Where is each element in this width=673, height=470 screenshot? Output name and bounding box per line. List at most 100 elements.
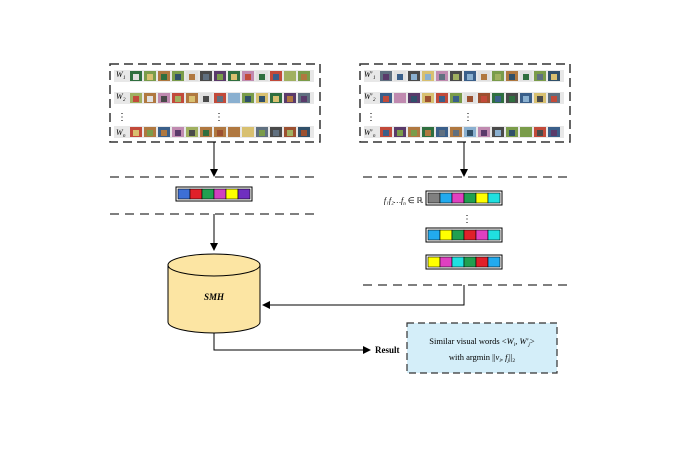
right-feature-vector-cell [463, 192, 477, 204]
left-panel-thumbnail-detail [203, 96, 209, 102]
left-panel-thumbnail-detail [287, 130, 293, 136]
smh-database: SMH [167, 253, 261, 334]
result-line-1: Similar visual words <Wi, W'j> [429, 336, 535, 348]
right-panel-thumbnail-detail [425, 130, 431, 136]
right-panel-thumbnail-detail [481, 96, 487, 102]
left-image-panel: W 1 W 2 ⋮ W n ⋮ [109, 63, 321, 143]
right-panel-row-sub: 2 [373, 98, 376, 103]
right-panel-thumbnail-detail [411, 130, 417, 136]
left-panel-thumbnail-detail [175, 130, 181, 136]
left-panel-thumbnail-detail [259, 74, 265, 80]
smh-label: SMH [204, 292, 225, 302]
left-panel-thumbnail-detail [259, 96, 265, 102]
left-panel-thumbnail-detail [175, 74, 181, 80]
right-panel-thumbnail-detail [411, 74, 417, 80]
right-panel-thumbnail-detail [495, 130, 501, 136]
left-panel-row-label: W [116, 92, 124, 101]
right-panel-row-sub: n [373, 134, 376, 139]
left-feature-vector-cell [225, 188, 239, 200]
left-panel-thumbnail-detail [245, 96, 251, 102]
right-panel-thumbnail-detail [509, 96, 515, 102]
right-feature-vector-cell [427, 192, 441, 204]
right-feature-vector-cell [475, 229, 489, 241]
right-panel-row-dots: ⋮ [366, 112, 376, 123]
left-panel-thumbnail-detail [147, 96, 153, 102]
right-panel-row-sub: 1 [373, 76, 376, 81]
left-panel-thumbnail-detail [175, 96, 181, 102]
right-panel-thumbnail-detail [537, 96, 543, 102]
left-panel-thumbnail-detail [133, 96, 139, 102]
left-panel-thumbnail-detail [217, 96, 223, 102]
right-panel-thumbnail-detail [523, 74, 529, 80]
left-panel-row-dots: ⋮ [117, 112, 127, 123]
left-panel-thumbnail-detail [217, 130, 223, 136]
left-panel-row-label: W [116, 70, 124, 79]
left-panel-thumbnail-detail [287, 74, 293, 80]
left-panel-thumbnail-detail [259, 130, 265, 136]
right-feature-vector-cell [487, 256, 501, 268]
right-panel-thumbnail-detail [495, 96, 501, 102]
right-feature-vector-cell [475, 192, 489, 204]
right-panel-thumbnail-detail [397, 130, 403, 136]
right-panel-thumbnail-detail [453, 130, 459, 136]
right-feature-vector-cell [475, 256, 489, 268]
right-panel-thumbnail-detail [425, 74, 431, 80]
result-label: Result [375, 345, 400, 355]
left-panel-thumbnail-detail [147, 74, 153, 80]
left-feature-vector-cell [189, 188, 203, 200]
right-panel-thumbnail-detail [551, 130, 557, 136]
right-feature-vector-cell [451, 229, 465, 241]
right-panel-thumbnail-detail [481, 74, 487, 80]
right-feature-vector-cell [439, 192, 453, 204]
right-panel-thumbnail-detail [397, 74, 403, 80]
right-panel-middle-dots: ⋮ [463, 112, 473, 123]
right-feature-vector-cell [439, 229, 453, 241]
right-feature-vector-cell [487, 192, 501, 204]
left-panel-thumbnail-detail [301, 96, 307, 102]
right-features: f₁f₂…fn ∈ ℝ ⋮ [384, 190, 503, 270]
left-panel-thumbnail-detail [273, 96, 279, 102]
right-feature-vector-cell [439, 256, 453, 268]
right-panel-thumbnail-detail [537, 130, 543, 136]
right-panel-thumbnail-detail [481, 130, 487, 136]
left-feature: vi ∈ ℝd [175, 186, 253, 203]
left-panel-thumbnail-detail [231, 96, 237, 102]
right-feature-vector-cell [487, 229, 501, 241]
right-panel-thumbnail-detail [523, 96, 529, 102]
right-panel-thumbnail-detail [439, 96, 445, 102]
right-panel-thumbnail-detail [383, 130, 389, 136]
right-panel-thumbnail-detail [551, 96, 557, 102]
left-panel-thumbnail-detail [203, 74, 209, 80]
left-panel-row-sub: 2 [123, 98, 126, 103]
right-panel-thumbnail-detail [411, 96, 417, 102]
left-panel-thumbnail-detail [147, 130, 153, 136]
left-panel-row-sub: n [123, 134, 126, 139]
left-panel-thumbnail-detail [245, 74, 251, 80]
left-feature-vector-cell [213, 188, 227, 200]
right-panel-row-label: W' [364, 92, 373, 101]
right-feature-vector-cell [463, 229, 477, 241]
left-panel-thumbnail-detail [189, 130, 195, 136]
right-feature-vector-cell [427, 256, 441, 268]
left-panel-thumbnail-detail [273, 74, 279, 80]
right-panel-thumbnail-detail [453, 74, 459, 80]
right-feature-vector-cell [427, 229, 441, 241]
left-panel-thumbnail-detail [231, 130, 237, 136]
left-panel-row-label: W [116, 128, 124, 137]
right-vectors-dots: ⋮ [462, 214, 472, 225]
left-panel-row-sub: 1 [123, 76, 126, 81]
right-panel-thumbnail-detail [509, 74, 515, 80]
left-feature-vector-cell [201, 188, 215, 200]
right-panel-thumbnail-detail [467, 96, 473, 102]
left-panel-thumbnail-detail [161, 74, 167, 80]
left-panel-thumbnail-detail [133, 74, 139, 80]
right-panel-thumbnail-detail [439, 130, 445, 136]
result-line-2: with argmin ||vi, fj||2 [449, 352, 516, 364]
right-panel-thumbnail-detail [495, 74, 501, 80]
left-panel-thumbnail-detail [301, 74, 307, 80]
left-panel-thumbnail-detail [287, 96, 293, 102]
left-feature-vector-cell [237, 188, 251, 200]
left-panel-thumbnail-detail [161, 96, 167, 102]
left-panel-thumbnail-detail [161, 130, 167, 136]
